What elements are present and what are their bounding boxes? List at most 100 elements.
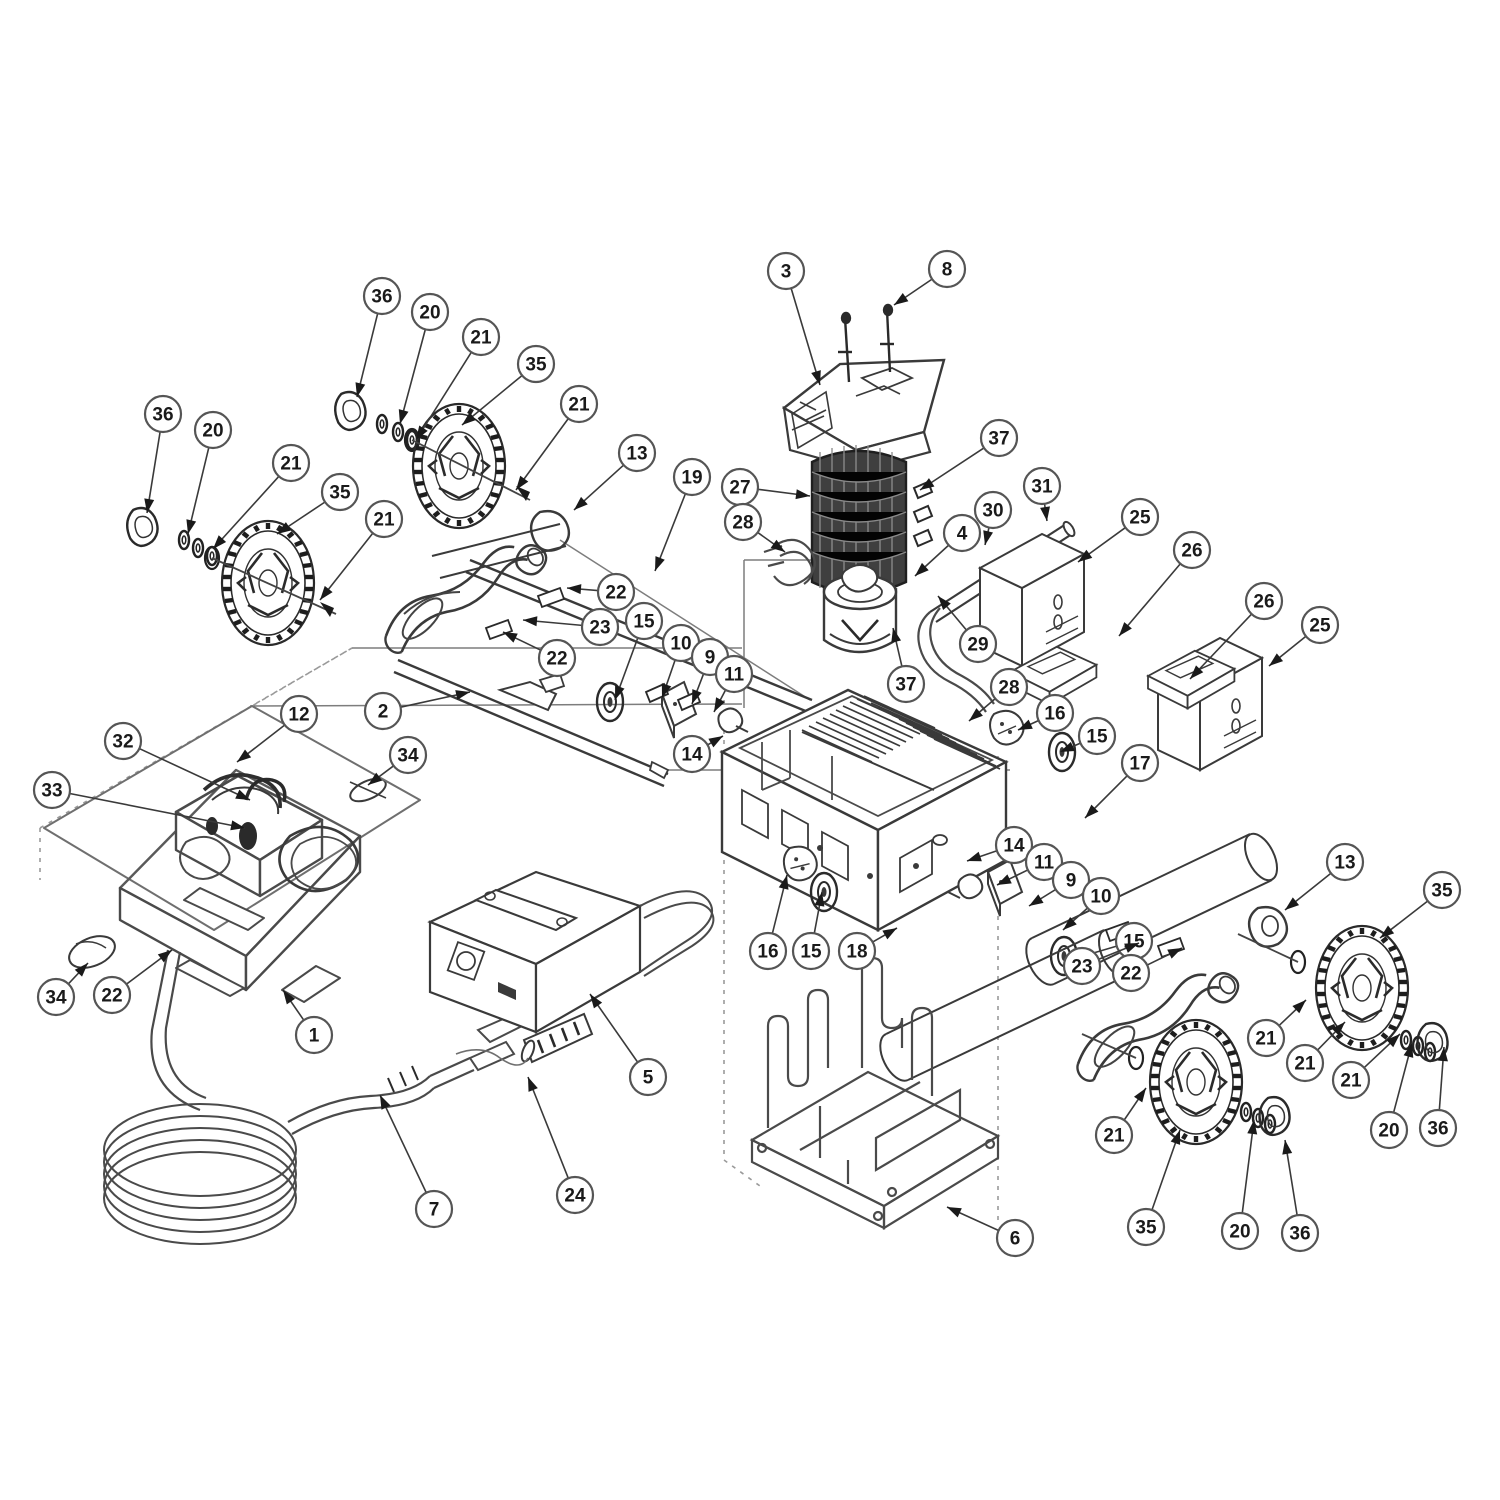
callout-4[interactable]: 4	[914, 513, 982, 577]
callout-23[interactable]: 23	[1062, 942, 1140, 986]
callout-37[interactable]: 37	[919, 418, 1019, 491]
callout-21[interactable]: 21	[1246, 999, 1307, 1058]
callout-circle[interactable]	[995, 1218, 1035, 1258]
callout-3[interactable]: 3	[766, 251, 821, 386]
callout-circle[interactable]	[461, 317, 501, 357]
callout-circle[interactable]	[1369, 1110, 1409, 1150]
callout-circle[interactable]	[363, 691, 403, 731]
callout-circle[interactable]	[103, 721, 143, 761]
callout-34[interactable]: 34	[36, 962, 89, 1017]
callout-circle[interactable]	[559, 384, 599, 424]
callout-circle[interactable]	[994, 825, 1034, 865]
callout-7[interactable]: 7	[379, 1094, 454, 1229]
callout-circle[interactable]	[364, 499, 404, 539]
callout-circle[interactable]	[1280, 1213, 1320, 1253]
callout-circle[interactable]	[32, 770, 72, 810]
callout-circle[interactable]	[596, 572, 636, 612]
callout-circle[interactable]	[617, 433, 657, 473]
callout-circle[interactable]	[143, 394, 183, 434]
callout-36[interactable]: 36	[1418, 1046, 1458, 1148]
callout-31[interactable]: 31	[1022, 466, 1062, 522]
callout-22[interactable]: 22	[502, 631, 577, 678]
callout-circle[interactable]	[958, 624, 998, 664]
callout-8[interactable]: 8	[893, 249, 967, 306]
callout-circle[interactable]	[362, 276, 402, 316]
callout-21[interactable]: 21	[415, 317, 501, 441]
callout-circle[interactable]	[942, 513, 982, 553]
callout-circle[interactable]	[537, 638, 577, 678]
callout-20[interactable]: 20	[398, 292, 450, 425]
callout-35[interactable]: 35	[1126, 1129, 1181, 1247]
callout-circle[interactable]	[516, 344, 556, 384]
callout-circle[interactable]	[1094, 1115, 1134, 1155]
callout-circle[interactable]	[624, 601, 664, 641]
callout-circle[interactable]	[1120, 743, 1160, 783]
callout-circle[interactable]	[1331, 1060, 1371, 1100]
callout-15[interactable]: 15	[1059, 716, 1117, 756]
callout-circle[interactable]	[1325, 842, 1365, 882]
callout-circle[interactable]	[1120, 497, 1160, 537]
callout-25[interactable]: 25	[1077, 497, 1160, 563]
callout-circle[interactable]	[580, 607, 620, 647]
callout-13[interactable]: 13	[573, 433, 657, 511]
callout-35[interactable]: 35	[276, 472, 360, 535]
callout-36[interactable]: 36	[143, 394, 183, 514]
callout-circle[interactable]	[979, 418, 1019, 458]
callout-circle[interactable]	[1111, 953, 1151, 993]
callout-circle[interactable]	[320, 472, 360, 512]
callout-28[interactable]: 28	[723, 502, 786, 553]
callout-circle[interactable]	[1246, 1018, 1286, 1058]
callout-29[interactable]: 29	[937, 595, 998, 664]
callout-circle[interactable]	[1300, 605, 1340, 645]
callout-22[interactable]: 22	[92, 949, 173, 1015]
callout-2[interactable]: 2	[363, 690, 471, 731]
callout-18[interactable]: 18	[837, 927, 898, 971]
callout-33[interactable]: 33	[32, 770, 246, 831]
callout-circle[interactable]	[1422, 870, 1462, 910]
callout-circle[interactable]	[414, 1189, 454, 1229]
callout-5[interactable]: 5	[589, 993, 668, 1097]
callout-circle[interactable]	[672, 734, 712, 774]
callout-circle[interactable]	[628, 1057, 668, 1097]
callout-21[interactable]: 21	[319, 499, 404, 601]
callout-16[interactable]: 16	[1017, 693, 1075, 733]
callout-26[interactable]: 26	[1189, 581, 1284, 680]
callout-circle[interactable]	[837, 931, 877, 971]
callout-9[interactable]: 9	[1028, 860, 1091, 907]
callout-circle[interactable]	[1062, 946, 1102, 986]
callout-10[interactable]: 10	[661, 623, 701, 699]
callout-circle[interactable]	[1077, 716, 1117, 756]
callout-27[interactable]: 27	[720, 467, 811, 507]
callout-15[interactable]: 15	[614, 601, 664, 701]
callout-circle[interactable]	[927, 249, 967, 289]
callout-14[interactable]: 14	[672, 734, 724, 774]
callout-circle[interactable]	[766, 251, 806, 291]
callout-36[interactable]: 36	[355, 276, 402, 398]
callout-circle[interactable]	[791, 931, 831, 971]
callout-circle[interactable]	[1081, 876, 1121, 916]
callout-circle[interactable]	[1172, 530, 1212, 570]
callout-circle[interactable]	[1126, 1207, 1166, 1247]
callout-circle[interactable]	[714, 654, 754, 694]
callout-circle[interactable]	[410, 292, 450, 332]
callout-36[interactable]: 36	[1280, 1139, 1320, 1253]
callout-circle[interactable]	[1244, 581, 1284, 621]
callout-circle[interactable]	[748, 931, 788, 971]
callout-23[interactable]: 23	[522, 607, 620, 647]
callout-circle[interactable]	[1022, 466, 1062, 506]
callout-circle[interactable]	[973, 490, 1013, 530]
callout-20[interactable]: 20	[186, 410, 233, 535]
callout-circle[interactable]	[294, 1015, 334, 1055]
callout-circle[interactable]	[388, 735, 428, 775]
callout-25[interactable]: 25	[1268, 605, 1340, 667]
callout-14[interactable]: 14	[966, 825, 1034, 865]
callout-22[interactable]: 22	[566, 572, 636, 612]
callout-21[interactable]: 21	[515, 384, 599, 491]
callout-1[interactable]: 1	[282, 989, 334, 1055]
callout-10[interactable]: 10	[1062, 876, 1121, 931]
callout-24[interactable]: 24	[527, 1076, 595, 1215]
callout-circle[interactable]	[1051, 860, 1091, 900]
callout-19[interactable]: 19	[654, 457, 712, 572]
callout-circle[interactable]	[36, 977, 76, 1017]
callout-circle[interactable]	[886, 664, 926, 704]
